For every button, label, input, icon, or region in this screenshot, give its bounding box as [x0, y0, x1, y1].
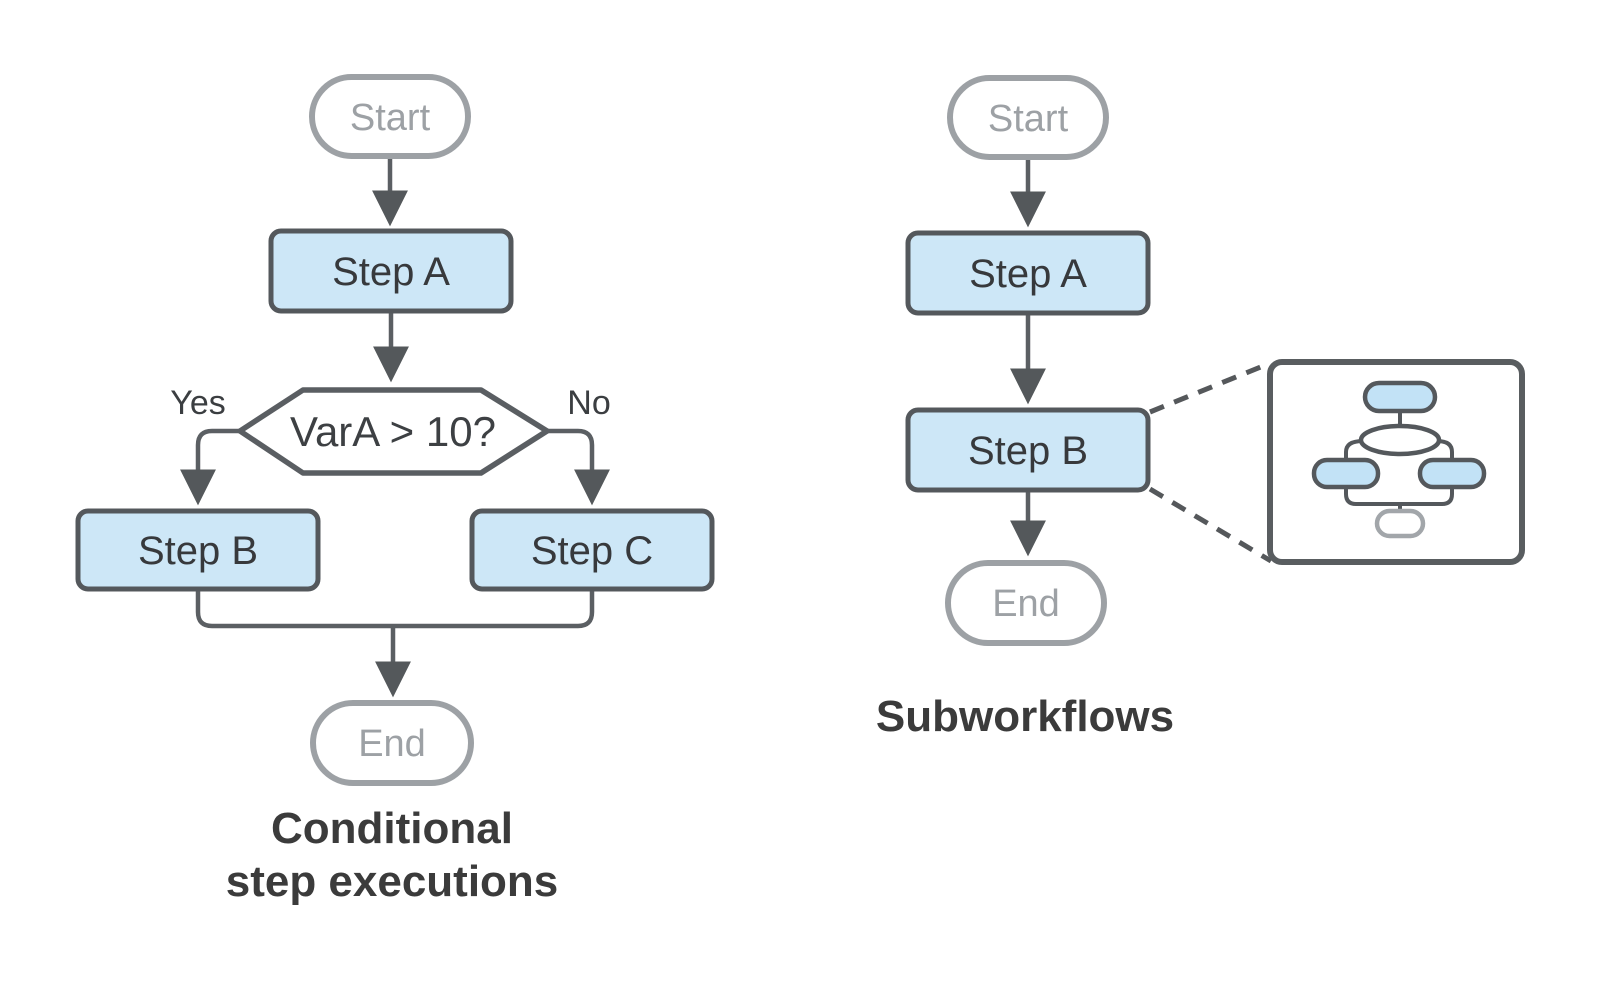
edge-step-c-to-merge	[393, 589, 595, 629]
edge-step-b-to-merge	[195, 589, 393, 629]
subworkflows-caption: Subworkflows	[876, 692, 1174, 741]
mini-end-node	[1374, 508, 1426, 539]
edge-decision-no-to-step-c	[547, 428, 610, 506]
callout-leader-bottom	[1148, 486, 1273, 564]
mini-workflow-preview-icon	[1311, 380, 1487, 539]
step-b-subworkflow-label: Step B	[968, 429, 1088, 473]
step-c-node-label: Step C	[531, 529, 653, 573]
conditional-flowchart: Start Step A VarA > 10? Yes No Step B St…	[75, 74, 715, 906]
decision-node	[237, 387, 550, 476]
callout-leader-top	[1149, 361, 1269, 415]
step-a-node-right	[905, 230, 1151, 316]
end-node-label: End	[358, 723, 426, 765]
callout-frame	[1267, 359, 1525, 565]
mini-start-step	[1362, 380, 1438, 414]
conditional-caption-line1: Conditional	[271, 804, 513, 853]
mini-edge-left-merge	[1344, 488, 1400, 506]
subworkflow-callout	[1148, 359, 1525, 565]
end-node	[310, 700, 474, 786]
decision-node-label: VarA > 10?	[290, 408, 496, 455]
start-node	[309, 74, 471, 159]
edge-decision-yes-to-step-b	[180, 428, 240, 506]
step-b-node	[75, 508, 321, 592]
start-node-right	[947, 75, 1109, 160]
step-c-node	[469, 508, 715, 592]
step-b-node-label: Step B	[138, 529, 258, 573]
start-node-right-label: Start	[988, 98, 1069, 140]
subworkflows-flowchart: Start Step A Step B End Subworkflows	[876, 75, 1174, 741]
conditional-caption-line2: step executions	[226, 857, 559, 906]
end-node-right-label: End	[992, 583, 1060, 625]
yes-branch-label: Yes	[170, 384, 225, 422]
step-a-node-label: Step A	[332, 250, 450, 294]
step-a-node	[268, 228, 514, 314]
mini-right-step	[1417, 457, 1487, 490]
step-a-node-right-label: Step A	[969, 252, 1087, 296]
mini-left-step	[1311, 457, 1381, 490]
end-node-right	[945, 560, 1107, 646]
mini-decision-node	[1358, 423, 1442, 457]
step-b-subworkflow-node	[905, 407, 1151, 493]
no-branch-label: No	[567, 384, 610, 422]
mini-edge-right-merge	[1400, 488, 1454, 506]
start-node-label: Start	[350, 97, 431, 139]
